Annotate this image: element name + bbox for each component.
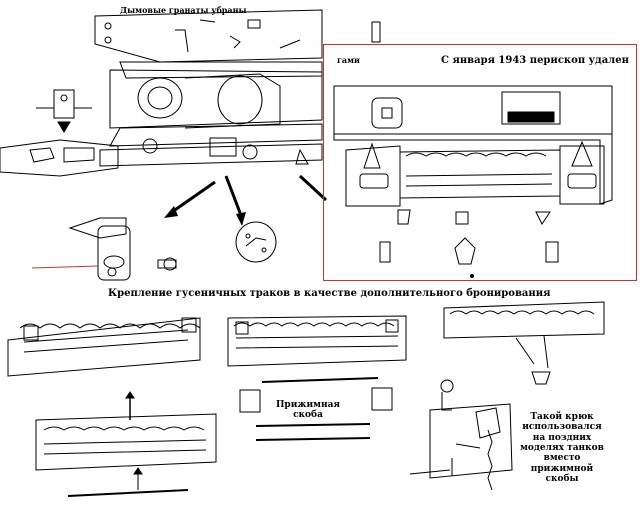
clevis-fitting — [68, 217, 177, 281]
hull-side-drawing — [94, 9, 381, 167]
periscope-inset-frame — [323, 44, 637, 281]
periscope-removed-label: С января 1943 перископ удален — [441, 55, 629, 66]
clamping-bracket-label: Прижимная скоба — [275, 400, 341, 421]
hinge-detail — [0, 89, 119, 177]
smoke-grenades-label: Дымовые гранаты убраны — [120, 5, 247, 15]
inset-drawing — [333, 85, 613, 278]
hook-note-label: Такой крюк использовался на поздних моде… — [520, 412, 604, 485]
track-armor-caption: Крепление гусеничных траков в качестве д… — [108, 288, 551, 299]
track-assembly-flat — [35, 413, 217, 497]
track-assembly-curved — [7, 317, 201, 377]
clamping-bracket-drawing — [239, 377, 393, 441]
callout-arrows — [171, 174, 328, 219]
red-pointer-line — [31, 265, 99, 269]
hook-mount-drawing — [409, 379, 513, 491]
cut-text-fragment: гами — [337, 55, 360, 65]
round-cover-plate — [235, 221, 277, 263]
track-assembly-hooked — [443, 301, 605, 385]
track-assembly-straight — [227, 315, 407, 367]
